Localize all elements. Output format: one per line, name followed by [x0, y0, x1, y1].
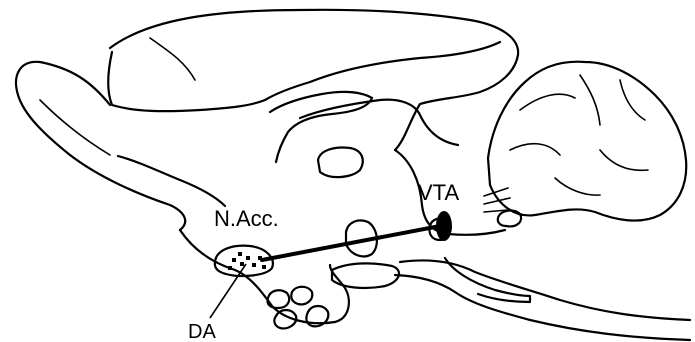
- mesolimbic-pathway: [262, 226, 440, 260]
- hippocampus-outline: [300, 100, 458, 145]
- cortex-crease-line: [150, 38, 195, 80]
- nacc-label: N.Acc.: [214, 206, 279, 231]
- small-oval-2: [291, 287, 312, 305]
- striatum-outline: [118, 156, 225, 206]
- cortex-inner-outline: [108, 42, 500, 111]
- vta-marker: [436, 211, 452, 241]
- olfactory-bulb-outline: [16, 62, 185, 230]
- cerebellum-folia-5: [600, 150, 648, 170]
- cerebellum-folia-4: [510, 144, 560, 155]
- thalamus-outline: [318, 148, 363, 178]
- cerebellum-folia-2: [580, 75, 600, 125]
- vta-label: VTA: [418, 180, 459, 205]
- ventral-outline: [180, 230, 349, 323]
- cerebellum-folia-6: [555, 178, 600, 195]
- da-pointer-line: [210, 264, 246, 318]
- hypothalamus-outline: [332, 263, 399, 288]
- brainstem-lower-outline: [395, 275, 690, 340]
- small-ellipse-right: [498, 211, 521, 227]
- brainstem-upper-outline: [400, 260, 690, 320]
- olfactory-inner-line: [40, 100, 110, 155]
- small-oval-1: [267, 290, 289, 308]
- cerebellum-folia-1: [520, 94, 575, 110]
- cerebellum-folia-3: [620, 80, 645, 120]
- da-label: DA: [188, 321, 216, 342]
